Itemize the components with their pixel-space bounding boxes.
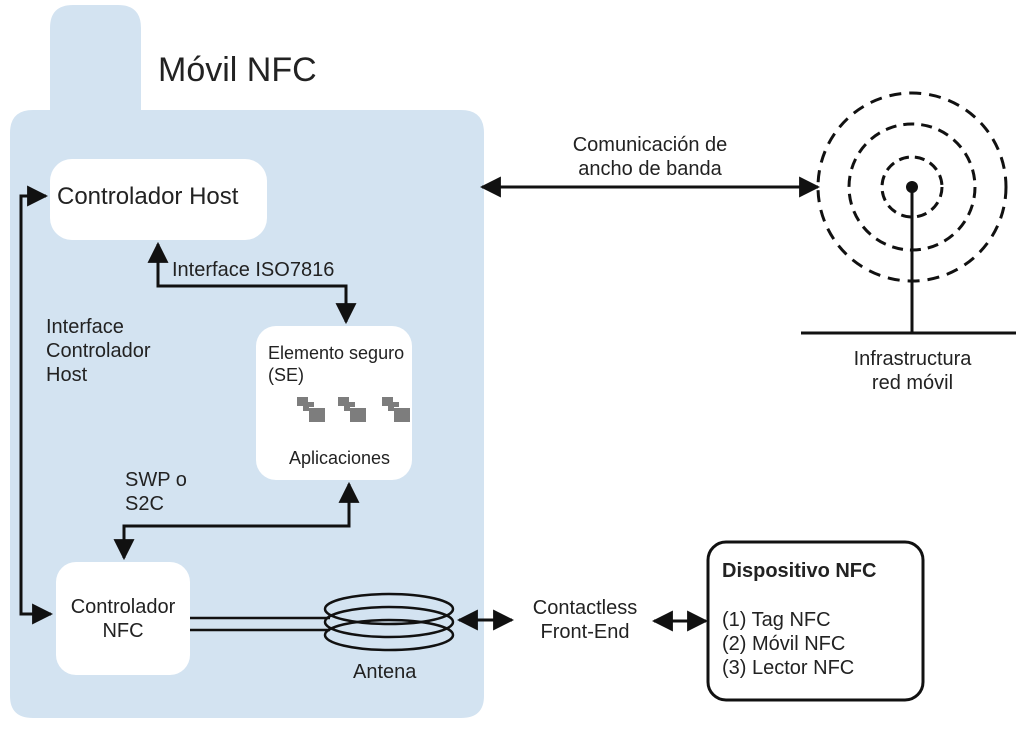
secure-element-label: Elemento seguro (SE) [268, 342, 404, 386]
radio-tower-icon [801, 91, 1016, 335]
antenna-label: Antena [353, 661, 417, 683]
host-interface-line: Controlador [46, 340, 151, 362]
nfc-device-title: Dispositivo NFC [722, 560, 877, 582]
host-interface-line: Interface [46, 316, 124, 338]
broadband-label: Comunicación de ancho de banda [540, 133, 760, 181]
nfc-controller-line: NFC [102, 620, 144, 642]
host-controller-box [50, 159, 267, 240]
host-controller-label: Controlador Host [57, 183, 239, 210]
swp-line: SWP o [125, 469, 187, 491]
infrastructure-line: red móvil [871, 372, 954, 394]
nfc-controller-box [56, 562, 190, 675]
coil-antenna-icon [323, 592, 455, 652]
host-interface-label: Interface Controlador Host [46, 315, 151, 387]
nfc-device-list: (1) Tag NFC (2) Móvil NFC (3) Lector NFC [722, 608, 854, 680]
contactless-label: Contactless Front-End [510, 596, 660, 644]
infrastructure-line: Infrastructura [853, 348, 972, 370]
host-interface-connector [19, 185, 54, 625]
iso7816-label: Interface ISO7816 [172, 259, 335, 281]
secure-element-box [256, 326, 412, 480]
swp-line: S2C [125, 493, 164, 515]
applications-label: Aplicaciones [289, 448, 391, 468]
app-stack-icon [297, 397, 410, 422]
nfc-controller-label: Controlador NFC [56, 595, 190, 643]
nfc-device-item: (1) Tag NFC [722, 609, 831, 631]
host-interface-line: Host [46, 364, 88, 386]
nfc-device-item: (3) Lector NFC [722, 657, 855, 679]
infrastructure-label: Infrastructura red móvil [805, 347, 1017, 395]
contactless-line: Contactless [532, 597, 638, 619]
contactless-line: Front-End [540, 621, 630, 643]
broadband-line: Comunicación de [572, 134, 728, 156]
secure-element-line: Elemento seguro [268, 343, 405, 363]
nfc-device-item: (2) Móvil NFC [722, 633, 846, 655]
secure-element-line: (SE) [268, 365, 304, 385]
iso7816-connector [147, 241, 357, 325]
nfc-device-box [706, 540, 925, 702]
swp-connector [113, 481, 360, 561]
swp-label: SWP o S2C [125, 468, 187, 516]
nfc-controller-line: Controlador [70, 596, 176, 618]
broadband-line: ancho de banda [578, 158, 722, 180]
diagram-title: Móvil NFC [158, 51, 317, 89]
controller-antenna-link [190, 616, 330, 632]
